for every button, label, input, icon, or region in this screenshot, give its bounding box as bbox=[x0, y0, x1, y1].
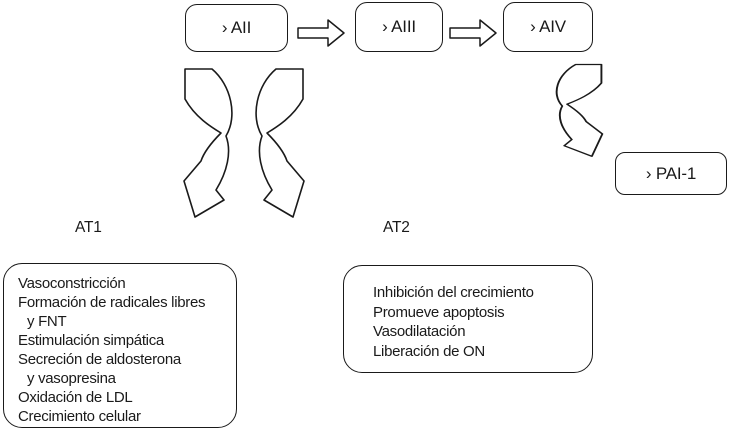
at1-effect-line: y vasopresina bbox=[27, 370, 116, 387]
receptor-label-at2: AT2 bbox=[383, 219, 410, 236]
curved-arrow-aii-at1-icon bbox=[183, 68, 233, 218]
at2-effect-line: Vasodilatación bbox=[373, 323, 466, 340]
at1-effect-line: Secreción de aldosterona bbox=[18, 351, 181, 368]
curved-arrow-aiv-pai1-icon bbox=[555, 63, 604, 158]
node-pai1-label: › PAI-1 bbox=[645, 163, 697, 183]
at1-effect-line: Oxidación de LDL bbox=[18, 389, 133, 406]
at1-effect-line: Vasoconstricción bbox=[18, 275, 126, 292]
node-aiv-label: › AIV bbox=[530, 17, 566, 36]
receptor-label-at1: AT1 bbox=[75, 219, 102, 236]
curved-arrow-aii-at2-icon bbox=[255, 68, 305, 218]
node-aiii-label: › AIII bbox=[382, 17, 416, 36]
at2-effect-line: Inhibición del crecimiento bbox=[373, 284, 534, 301]
block-arrow-aii-aiii-icon bbox=[297, 19, 345, 47]
at1-effect-line: Crecimiento celular bbox=[18, 408, 141, 425]
at2-effect-line: Promueve apoptosis bbox=[373, 303, 505, 321]
node-aii-label: › AII bbox=[221, 18, 252, 37]
at1-effect-line: Formación de radicales libres bbox=[18, 294, 206, 311]
node-aiii: › AIII bbox=[355, 2, 443, 52]
at1-effect-line: y FNT bbox=[27, 313, 67, 330]
node-aii: › AII bbox=[185, 4, 288, 52]
block-arrow-aiii-aiv-icon bbox=[449, 19, 497, 47]
at1-effect-line: Estimulación simpática bbox=[18, 332, 164, 349]
node-pai1: › PAI-1 bbox=[615, 152, 727, 195]
node-aiv: › AIV bbox=[503, 2, 593, 52]
at2-effect-line: Liberación de ON bbox=[373, 342, 485, 360]
